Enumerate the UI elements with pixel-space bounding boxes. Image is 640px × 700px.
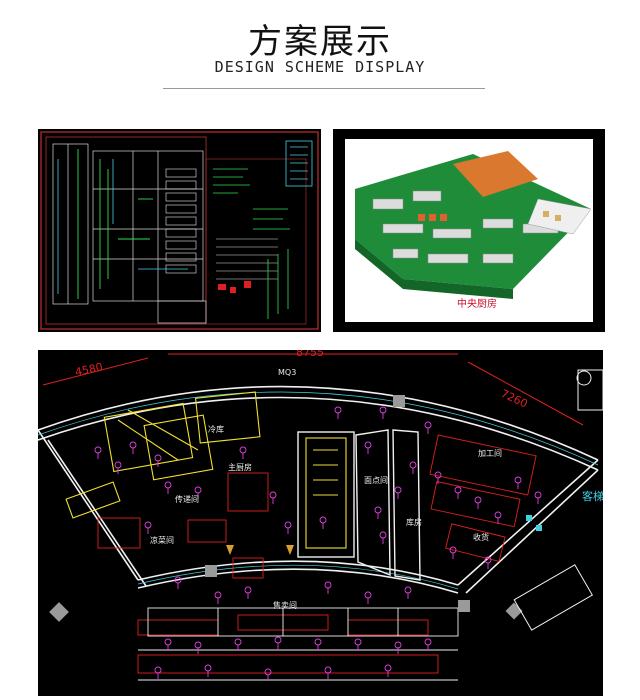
equipment-symbol bbox=[334, 406, 342, 414]
equipment-symbol bbox=[264, 668, 272, 676]
dimension-right: 7260 bbox=[499, 387, 530, 411]
page-title: 方案展示 bbox=[248, 22, 392, 62]
equipment-symbol bbox=[129, 441, 137, 449]
equipment-symbol bbox=[394, 641, 402, 649]
equipment-symbol bbox=[534, 491, 542, 499]
room-label-processing: 加工间 bbox=[478, 448, 502, 458]
room-label-cold-room: 冷库 bbox=[208, 424, 224, 434]
floor-plan-drawing: 4580 8755 7260 MQ3 bbox=[38, 350, 603, 681]
equipment-symbol bbox=[424, 638, 432, 646]
dimension-left: 4580 bbox=[74, 360, 104, 379]
cad-plan-drawing bbox=[40, 131, 319, 330]
equipment-symbol bbox=[114, 461, 122, 469]
equipment-symbol bbox=[474, 496, 482, 504]
room-label-main-kitchen: 主厨房 bbox=[228, 462, 252, 472]
equipment-symbol bbox=[354, 638, 362, 646]
equipment-symbol bbox=[394, 486, 402, 494]
page-subtitle: DESIGN SCHEME DISPLAY bbox=[214, 58, 426, 76]
equipment-symbol bbox=[384, 664, 392, 672]
equipment-symbol bbox=[494, 511, 502, 519]
room-label-pastry: 凉菜间 bbox=[150, 535, 174, 545]
equipment-symbol bbox=[154, 454, 162, 462]
render-caption: 中央厨房 bbox=[457, 297, 497, 310]
equipment-symbol bbox=[379, 406, 387, 414]
dimension-top: 8755 bbox=[296, 350, 324, 359]
room-label-receiving: 收货 bbox=[473, 532, 489, 542]
equipment-symbol bbox=[514, 476, 522, 484]
equipment-symbol bbox=[234, 638, 242, 646]
equipment-symbol bbox=[319, 516, 327, 524]
equipment-symbol bbox=[204, 664, 212, 672]
equipment-symbol bbox=[364, 591, 372, 599]
room-label-storage: 库房 bbox=[406, 517, 422, 527]
equipment-symbol bbox=[194, 486, 202, 494]
equipment-symbol bbox=[424, 421, 432, 429]
equipment-symbol bbox=[154, 666, 162, 674]
detailed-floor-plan: 4580 8755 7260 MQ3 bbox=[38, 350, 603, 696]
equipment-symbol bbox=[364, 441, 372, 449]
equipment-symbol bbox=[324, 666, 332, 674]
equipment-symbol bbox=[284, 521, 292, 529]
equipment-symbol bbox=[244, 586, 252, 594]
equipment-symbol bbox=[214, 591, 222, 599]
equipment-symbol bbox=[194, 641, 202, 649]
title-divider bbox=[163, 88, 485, 89]
equipment-symbol bbox=[379, 531, 387, 539]
equipment-symbol bbox=[239, 446, 247, 454]
axis-label: MQ3 bbox=[278, 368, 296, 377]
3d-render-thumbnail: 中央厨房 bbox=[333, 129, 605, 332]
equipment-symbol bbox=[314, 638, 322, 646]
equipment-symbol bbox=[274, 636, 282, 644]
equipment-symbol bbox=[404, 586, 412, 594]
room-label-sales: 售卖间 bbox=[273, 600, 297, 610]
room-label-transfer: 传递间 bbox=[175, 494, 199, 504]
room-label-guest-elevator: 客梯 bbox=[582, 489, 603, 503]
equipment-symbol bbox=[269, 491, 277, 499]
equipment-symbol bbox=[144, 521, 152, 529]
equipment-symbol bbox=[454, 486, 462, 494]
room-label-noodle-room: 面点间 bbox=[364, 476, 388, 485]
equipment-symbol bbox=[324, 581, 332, 589]
equipment-symbol bbox=[164, 481, 172, 489]
cad-plan-thumbnail bbox=[38, 129, 321, 332]
equipment-symbol bbox=[374, 506, 382, 514]
equipment-symbol bbox=[409, 461, 417, 469]
3d-kitchen-render: 中央厨房 bbox=[345, 139, 593, 322]
equipment-symbol bbox=[94, 446, 102, 454]
equipment-symbol bbox=[164, 638, 172, 646]
